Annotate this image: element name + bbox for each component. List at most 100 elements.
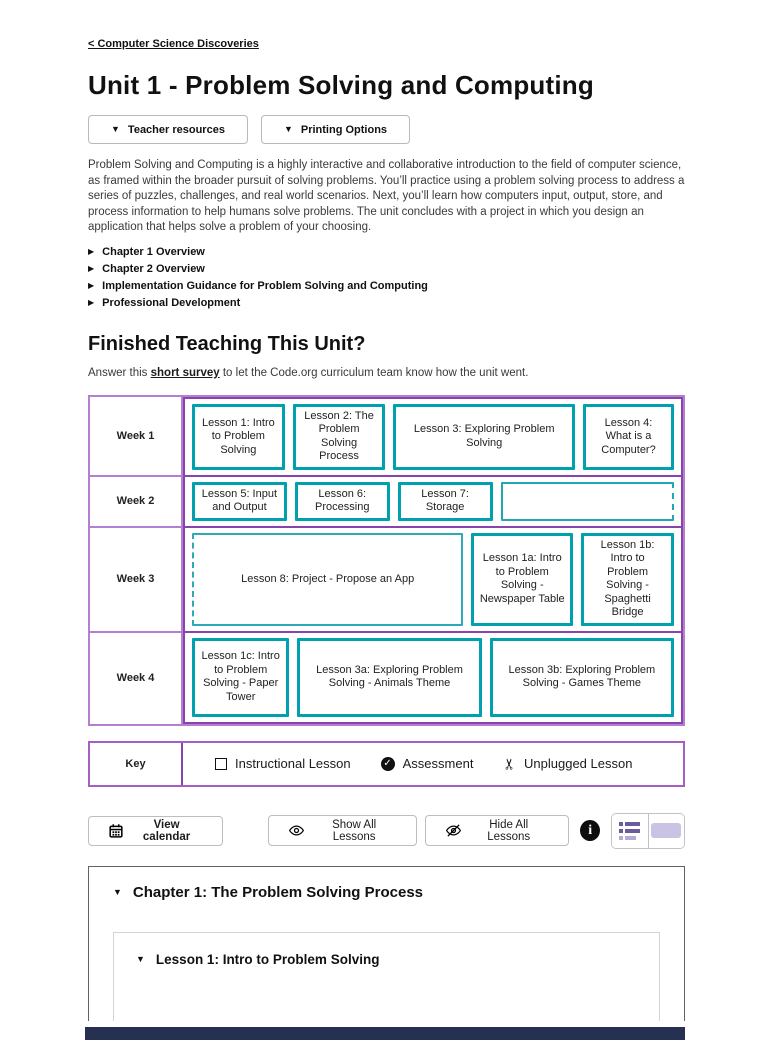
week-label: Week 3: [90, 527, 183, 633]
lesson-box-label: Lesson 7: Storage: [421, 487, 469, 514]
lesson-box-label: Lesson 6: Processing: [315, 487, 370, 514]
printing-options-label: Printing Options: [300, 123, 388, 136]
footer-bar: [85, 1026, 685, 1040]
key-item: Instructional Lesson: [215, 756, 351, 771]
triangle-right-icon: ▶: [88, 281, 95, 291]
chevron-down-icon: ▼: [283, 124, 293, 134]
overview-links-list: ▶ Chapter 1 Overview ▶ Chapter 2 Overview ▶ I…: [88, 246, 685, 309]
show-all-lessons-label: Show All Lessons: [332, 818, 377, 843]
scissors-icon: ✂: [501, 757, 519, 771]
lesson-continuation-box: [500, 481, 674, 521]
lesson-box-label: Lesson 3: Exploring Problem Solving: [413, 423, 555, 449]
teacher-resources-label: Teacher resources: [127, 123, 225, 136]
unit-page: < Computer Science Discoveries Unit 1 - …: [88, 0, 685, 1021]
overview-link-item[interactable]: ▶ Implementation Guidance for Problem Sol…: [88, 280, 685, 292]
lesson-box-label: Lesson 5: Input and Output: [201, 487, 278, 514]
lesson-box[interactable]: Lesson 1b: Intro to Problem Solving - Sp…: [581, 532, 674, 626]
lesson-actions-row: View calendar Show All Lessons Hide All …: [88, 812, 685, 849]
key-item: ✓ Assessment: [380, 756, 474, 772]
unit-description: Problem Solving and Computing is a highl…: [88, 159, 685, 234]
lesson-accordion: ▼Lesson 1: Intro to Problem Solving: [113, 931, 660, 1021]
back-link[interactable]: < Computer Science Discoveries: [88, 38, 259, 50]
show-all-lessons-button[interactable]: Show All Lessons: [268, 815, 418, 847]
week-label: Week 4: [90, 632, 183, 724]
lesson-box-label: Lesson 3a: Exploring Problem Solving - A…: [316, 663, 463, 690]
info-icon: i: [588, 822, 593, 838]
key-item: ✂ Unplugged Lesson: [501, 755, 633, 773]
lesson-box[interactable]: Lesson 6: Processing: [294, 481, 390, 521]
chapters-section: ▼Chapter 1: The Problem Solving Process▼…: [88, 865, 685, 1021]
week-lessons-cell: Lesson 1c: Intro to Problem Solving - Pa…: [183, 632, 683, 724]
eye-slash-icon: [446, 823, 462, 838]
lesson-box[interactable]: Lesson 1: Intro to Problem Solving: [192, 403, 285, 470]
survey-text-before: Answer this: [88, 366, 151, 379]
lesson-box-label: Lesson 1: Intro to Problem Solving: [201, 416, 275, 456]
lesson-box[interactable]: Lesson 5: Input and Output: [192, 481, 287, 521]
key-legend: Key Instructional Lesson ✓ Assessment ✂ Unpl…: [88, 740, 685, 787]
overview-link-item[interactable]: ▶ Chapter 2 Overview: [88, 263, 685, 275]
triangle-down-icon: ▼: [113, 887, 122, 898]
lesson-accordion-header[interactable]: ▼Lesson 1: Intro to Problem Solving: [136, 952, 659, 967]
hide-all-lessons-button[interactable]: Hide All Lessons: [425, 815, 570, 847]
chapter-accordion: ▼Chapter 1: The Problem Solving Process▼…: [88, 865, 685, 1021]
overview-link-item[interactable]: ▶Professional Development: [88, 297, 685, 309]
list-view-icon: [619, 821, 641, 840]
triangle-down-icon: ▼: [136, 954, 145, 965]
chapter-accordion-header[interactable]: ▼ Chapter 1: The Problem Solving Process: [113, 884, 660, 901]
square-outline-icon: [215, 757, 227, 770]
view-calendar-button[interactable]: View calendar: [88, 815, 224, 846]
lesson-box-label: Lesson 4: What is a Computer?: [601, 416, 656, 456]
schedule-week-row: Week 4 Lesson 1c: Intro to Problem Solvin…: [90, 632, 683, 724]
printing-options-button[interactable]: ▼ Printing Options: [260, 115, 411, 144]
lesson-box[interactable]: Lesson 1a: Intro to Problem Solving - Ne…: [471, 532, 574, 626]
overview-link-label: Chapter 1 Overview: [102, 245, 205, 258]
lesson-box-label: Lesson 8: Project - Propose an App: [241, 572, 415, 585]
check-circle-icon: ✓: [380, 756, 395, 771]
block-view-toggle-button[interactable]: [647, 813, 685, 848]
key-item-label: Instructional Lesson: [235, 756, 351, 772]
lesson-box[interactable]: Lesson 1c: Intro to Problem Solving - Pa…: [192, 637, 290, 717]
lesson-box-label: Lesson 1a: Intro to Problem Solving - Ne…: [479, 552, 565, 605]
lesson-box[interactable]: Lesson 2: The Problem Solving Process: [292, 403, 386, 470]
resource-buttons-row: ▼ Teacher resources ▼ Printing Options: [88, 115, 685, 144]
lesson-box-label: Lesson 1c: Intro to Problem Solving - Pa…: [201, 650, 280, 703]
lesson-box[interactable]: Lesson 3a: Exploring Problem Solving - A…: [297, 637, 482, 717]
short-survey-link[interactable]: short survey: [150, 366, 220, 379]
week-lessons-cell: Lesson 5: Input and Output Lesson 6: Proc…: [183, 476, 683, 528]
overview-link-label: Professional Development: [102, 296, 241, 309]
lesson-box[interactable]: Lesson 4: What is a Computer?: [583, 403, 674, 470]
lesson-box[interactable]: Lesson 3b: Exploring Problem Solving - G…: [489, 637, 674, 717]
lesson-box-label: Lesson 2: The Problem Solving Process: [304, 409, 374, 463]
hide-all-lessons-label: Hide All Lessons: [487, 818, 531, 843]
overview-link-item[interactable]: ▶ Chapter 1 Overview: [88, 246, 685, 258]
week-label: Week 2: [90, 476, 183, 528]
week-lessons-cell: Lesson 1: Intro to Problem Solving Lesson…: [183, 396, 683, 477]
survey-text-after: to let the Code.org curriculum team know…: [219, 366, 529, 379]
overview-link-label: Chapter 2 Overview: [102, 262, 205, 275]
view-mode-toggle: [611, 812, 685, 849]
page-title: Unit 1 - Problem Solving and Computing: [88, 70, 594, 100]
chapter-title: Chapter 1: The Problem Solving Process: [132, 883, 423, 901]
survey-line: Answer this short survey to let the Code…: [88, 367, 685, 379]
triangle-right-icon: ▶: [88, 247, 95, 257]
key-item-label: Assessment: [402, 756, 474, 772]
chevron-down-icon: ▼: [111, 124, 120, 134]
finished-heading: Finished Teaching This Unit?: [88, 332, 366, 355]
lesson-box-label: Lesson 1b: Intro to Problem Solving - Sp…: [600, 538, 655, 619]
triangle-right-icon: ▶: [88, 264, 95, 274]
list-view-toggle-button[interactable]: [612, 813, 648, 848]
lesson-box[interactable]: Lesson 8: Project - Propose an App: [192, 532, 464, 626]
info-button[interactable]: i: [580, 820, 601, 842]
eye-icon: [289, 823, 305, 838]
overview-link-label: Implementation Guidance for Problem Solv…: [102, 279, 428, 292]
key-item-label: Unplugged Lesson: [524, 756, 633, 772]
lesson-box-label: Lesson 3b: Exploring Problem Solving - G…: [508, 663, 656, 690]
key-label: Key: [90, 742, 183, 785]
lesson-box[interactable]: Lesson 3: Exploring Problem Solving: [393, 403, 576, 470]
week-label: Week 1: [90, 396, 183, 477]
lesson-box[interactable]: Lesson 7: Storage: [397, 481, 493, 521]
teacher-resources-button[interactable]: ▼ Teacher resources: [88, 115, 248, 144]
schedule-week-row: Week 3 Lesson 8: Project - Propose an App…: [90, 527, 683, 633]
